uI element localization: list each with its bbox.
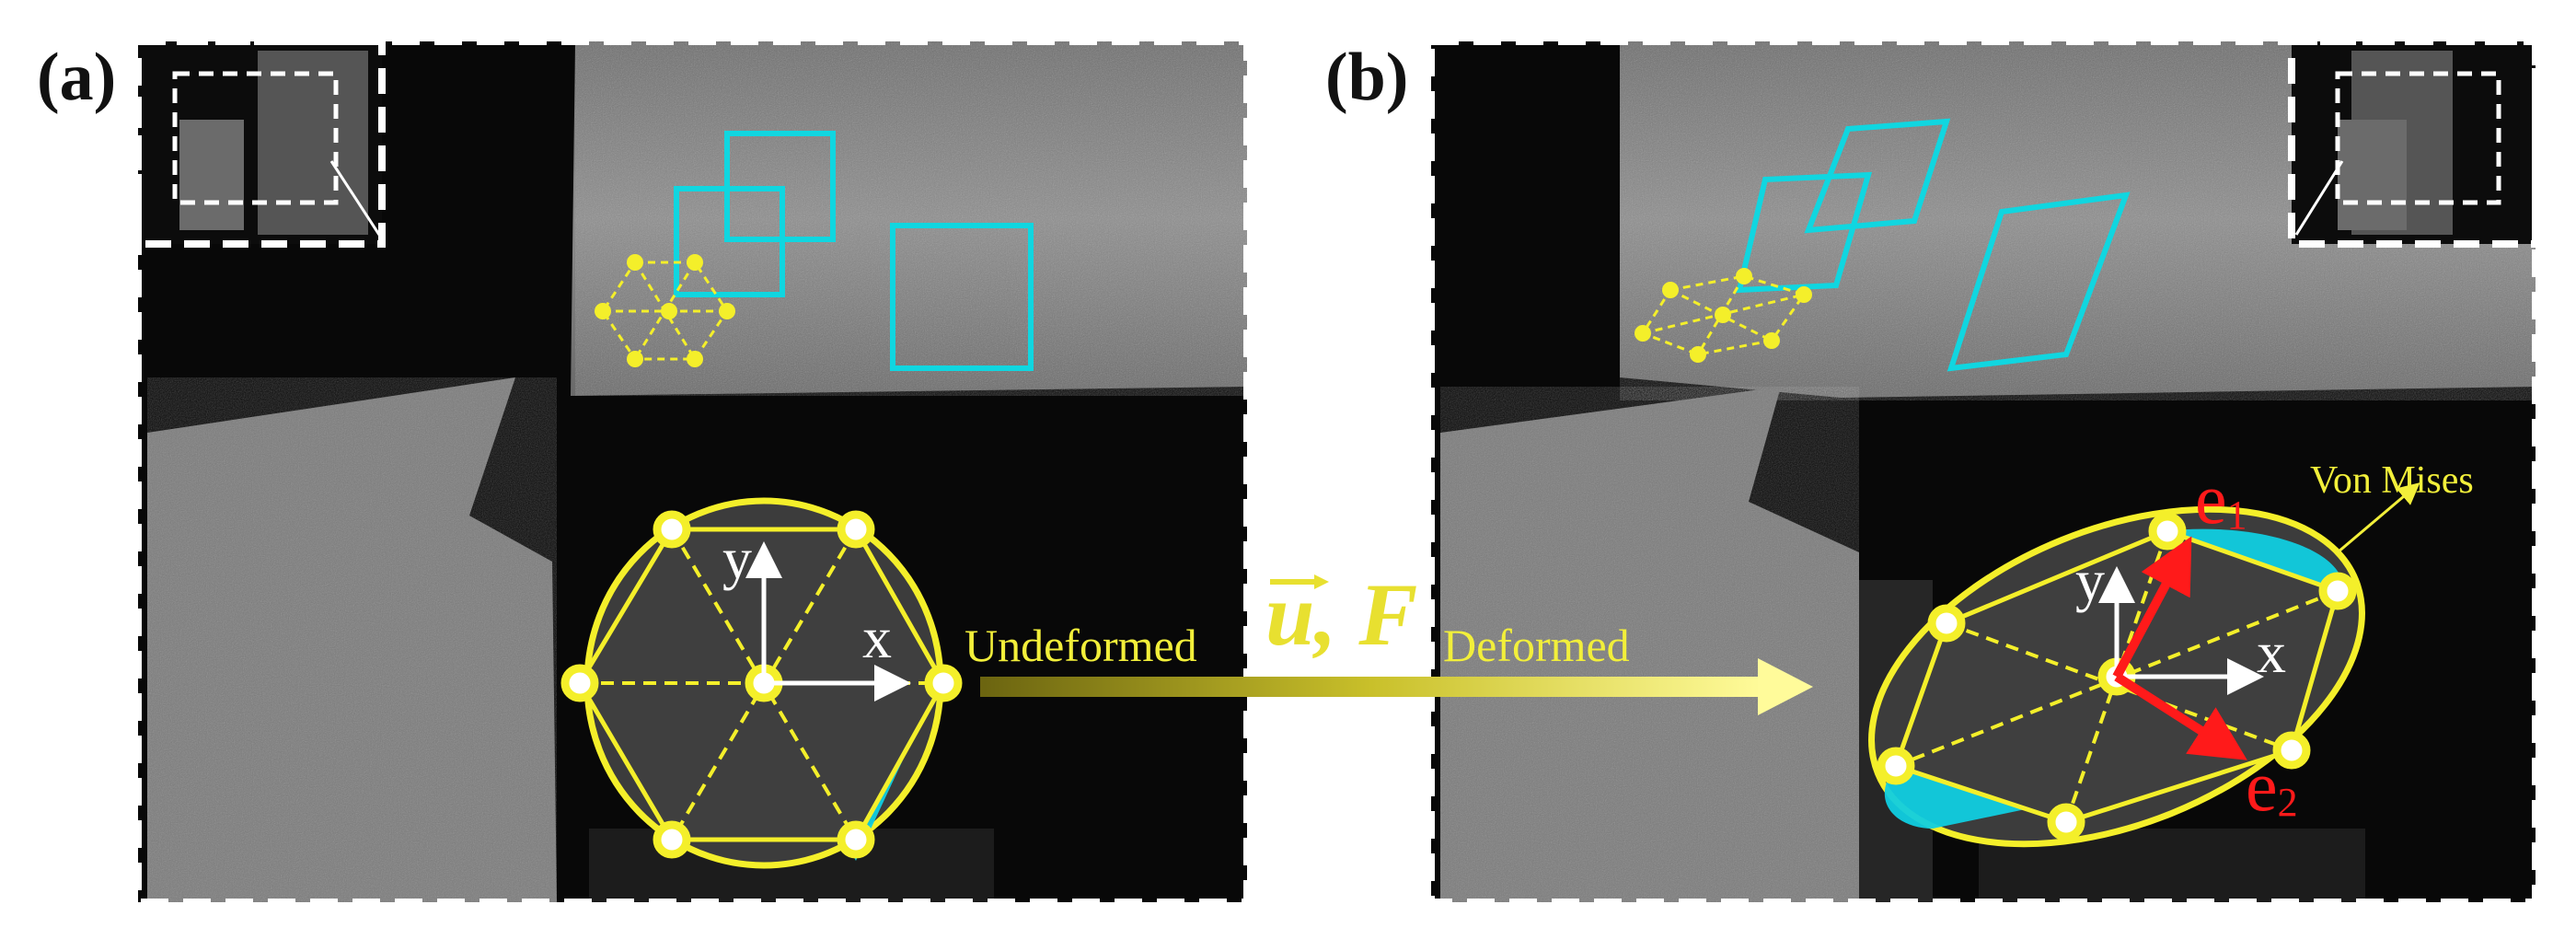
e1-main: e bbox=[2195, 458, 2227, 539]
subsets-undeformed bbox=[674, 131, 1034, 371]
panel-label-b: (b) bbox=[1325, 40, 1408, 115]
panel-label-a: (a) bbox=[37, 40, 116, 115]
undeformed-label: Undeformed bbox=[965, 620, 1197, 671]
e1-subscript: 1 bbox=[2227, 493, 2247, 538]
panel-b: y x Deformed Von Mises e1 e2 bbox=[1427, 38, 2539, 906]
x-axis-label-b: x bbox=[2257, 620, 2286, 685]
e1-label: e1 bbox=[2195, 458, 2247, 539]
node-points-small-deformed bbox=[1635, 268, 1812, 363]
deformed-label: Deformed bbox=[1443, 620, 1630, 671]
e2-subscript: 2 bbox=[2278, 780, 2298, 825]
y-axis-label-b: y bbox=[2075, 548, 2105, 613]
node-points-small bbox=[595, 254, 735, 367]
von-mises-label: Von Mises bbox=[2310, 459, 2474, 502]
deformed-element bbox=[1868, 482, 2420, 848]
e2-label: e2 bbox=[2246, 746, 2298, 826]
x-axis-label-a: x bbox=[862, 605, 892, 670]
transform-label: u, F bbox=[1265, 565, 1417, 664]
undeformed-element bbox=[560, 497, 963, 869]
e2-main: e bbox=[2246, 746, 2278, 826]
y-axis-label-a: y bbox=[722, 526, 752, 591]
transform-arrow bbox=[980, 658, 1813, 715]
subsets-deformed bbox=[1736, 118, 2131, 372]
deformation-gradient-f: , F bbox=[1311, 565, 1417, 664]
panel-a: y x Undeformed bbox=[134, 38, 1251, 906]
